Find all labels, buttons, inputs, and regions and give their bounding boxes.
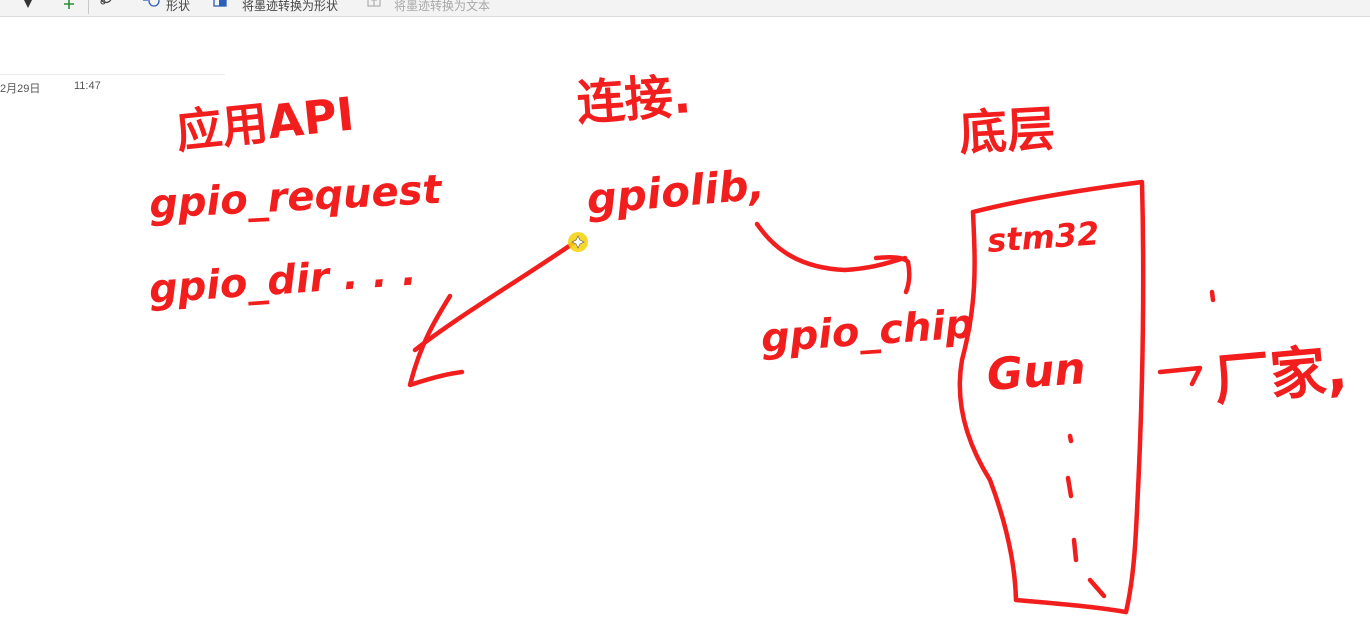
ink-arrow-left-head	[407, 293, 465, 388]
ink-box-top-right	[970, 179, 1146, 615]
ink-to-shape-icon	[213, 0, 227, 7]
ink-app-api-heading: 应用API	[174, 87, 357, 159]
page-time: 11:47	[74, 80, 101, 92]
page-title-rule	[0, 74, 225, 75]
ink-to-shape-label: 将墨迹转换为形状	[242, 0, 339, 13]
ink-dot	[1209, 289, 1216, 303]
add-tool-icon[interactable]	[62, 0, 76, 14]
page-date: 2月29日	[0, 83, 41, 95]
ink-box-left-bottom	[957, 209, 1129, 615]
ink-connect-heading: 连接.	[575, 68, 693, 132]
shapes-icon	[143, 0, 160, 7]
ink-gpiolib: gpiolib,	[585, 160, 767, 224]
laser-pointer-cursor	[568, 232, 588, 252]
shapes-button[interactable]: 形状	[140, 0, 190, 14]
ink-to-text-label: 将墨迹转换为文本	[394, 0, 491, 13]
ink-arrow-vendor	[1157, 365, 1203, 387]
ink-gun: Gun	[985, 343, 1087, 401]
ink-to-text-icon	[367, 0, 381, 7]
ink-dot	[1071, 537, 1079, 563]
ink-dot	[1065, 475, 1074, 499]
ink-gpio-dir: gpio_dir . . .	[147, 248, 417, 313]
ink-dot	[1087, 577, 1107, 599]
ink-vendor: 厂家,	[1212, 338, 1350, 414]
ink-bottom-heading: 底层	[958, 101, 1057, 162]
ink-gpio-chip: gpio_chip	[759, 301, 975, 362]
ink-to-text-button[interactable]: 将墨迹转换为文本	[366, 0, 490, 14]
ink-arrow-right-shaft	[754, 221, 908, 273]
ink-stm32: stm32	[986, 214, 1101, 260]
ink-dot	[1067, 433, 1074, 444]
ink-to-shape-button[interactable]: 将墨迹转换为形状	[212, 0, 338, 14]
shapes-label: 形状	[166, 0, 191, 13]
toolbar-separator	[88, 0, 89, 14]
ink-gpio-request: gpio_request	[148, 167, 444, 228]
draw-toolbar: 形状 将墨迹转换为形状 将墨迹转换为文本	[0, 0, 1370, 17]
lasso-select-icon[interactable]	[98, 0, 114, 14]
ink-arrow-right-head	[873, 254, 912, 295]
ink-arrow-left-shaft	[412, 237, 581, 353]
pen-dropdown-icon[interactable]	[22, 0, 34, 14]
